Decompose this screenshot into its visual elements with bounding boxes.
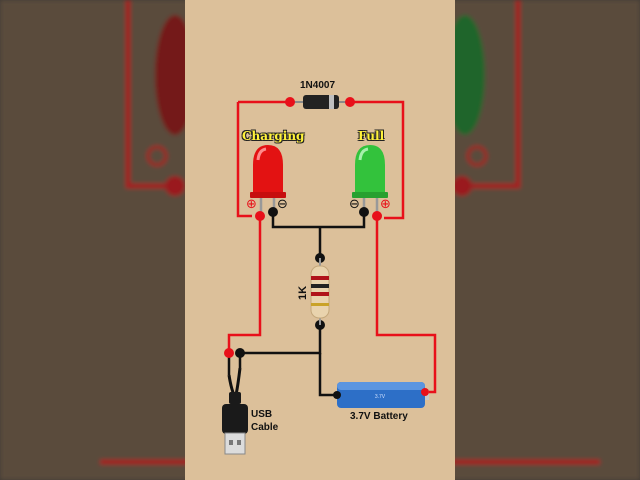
red-led-minus-icon: ⊖ xyxy=(277,197,288,212)
battery-label: 3.7V Battery xyxy=(350,411,408,422)
usb-label-line1: USB xyxy=(251,409,273,420)
resistor-label: 1K xyxy=(297,285,309,300)
green-led-icon xyxy=(352,145,388,214)
red-led-plus-icon: ⊕ xyxy=(246,197,257,212)
battery-icon: 3.7V xyxy=(333,382,429,408)
charging-label: Charging xyxy=(242,129,305,143)
usb-plug-icon xyxy=(222,367,248,455)
green-led-plus-icon: ⊕ xyxy=(380,197,391,212)
red-wires xyxy=(227,100,437,394)
battery-print: 3.7V xyxy=(375,394,386,400)
diode-label: 1N4007 xyxy=(300,80,336,91)
usb-label-line2: Cable xyxy=(251,422,279,433)
resistor-icon xyxy=(310,258,330,325)
full-label: Full xyxy=(358,129,385,143)
green-led-minus-icon: ⊖ xyxy=(349,197,360,212)
usb-label: USB Cable xyxy=(251,408,278,434)
diode-icon xyxy=(285,95,355,109)
